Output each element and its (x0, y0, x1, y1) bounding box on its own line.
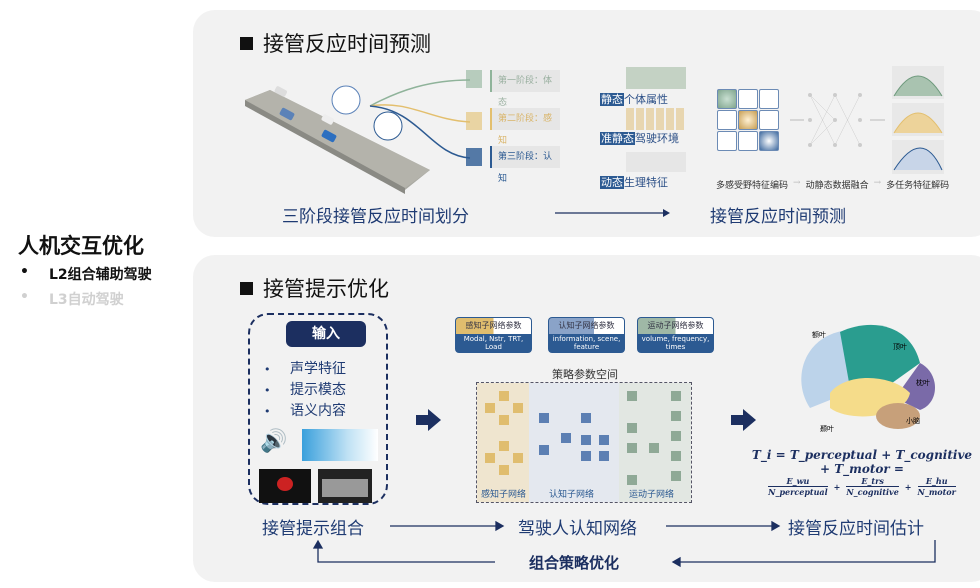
arrow-right-icon (416, 409, 441, 431)
brain-label-temporal: 颞叶 (820, 425, 834, 433)
brain-label-parietal: 顶叶 (893, 343, 907, 351)
stage-3-label: 第三阶段：认知 (490, 146, 560, 184)
cognitive-network-diagram: 感知子网络 认知子网络 运动子网络 (476, 382, 692, 503)
input-title: 输入 (286, 321, 366, 347)
brain-label-cerebellum: 小脑 (906, 417, 920, 425)
quasi-static-feature-bar (626, 108, 686, 130)
flow-driver-cognitive-network: 驾驶人认知网络 (518, 519, 637, 539)
brain-label-frontal: 额叶 (812, 331, 826, 339)
stage-2-label: 第二阶段：感知 (490, 108, 560, 146)
dynamic-feature-waveform (626, 152, 686, 172)
input-list: 声学特征 提示模态 语义内容 (264, 359, 346, 422)
pipeline-steps: 多感受野特征编码→动静态数据融合→多任务特征解码 (716, 178, 950, 191)
square-bullet-icon (240, 281, 253, 295)
strategy-space-label: 策略参数空间 (552, 368, 618, 381)
sidebar-title: 人机交互优化 (18, 234, 144, 258)
arrow-right-icon (555, 209, 670, 217)
audio-waveform (302, 429, 378, 461)
caption-stage-division: 三阶段接管反应时间划分 (282, 207, 469, 227)
feature-dynamic: 动态生理特征 (600, 176, 668, 189)
brain-illustration (801, 324, 935, 429)
distribution-histograms (892, 66, 944, 174)
sidebar-item-l3[interactable]: •L3自动驾驶 (20, 289, 124, 308)
brain-label-occipital: 枕叶 (916, 379, 930, 387)
caption-prediction: 接管反应时间预测 (710, 207, 846, 227)
flow-reaction-time-estimate: 接管反应时间估计 (788, 519, 924, 539)
hmi-screenshot-1 (259, 469, 311, 503)
hmi-screenshot-2 (318, 469, 372, 503)
speaker-icon: 🔊 (260, 429, 288, 454)
flow-prompt-combination: 接管提示组合 (262, 519, 364, 539)
section-title-optimization: 接管提示优化 (240, 273, 389, 303)
feedback-strategy-optimization: 组合策略优化 (529, 554, 620, 572)
arrow-right-icon (731, 409, 756, 431)
road-scene-illustration (245, 70, 482, 194)
feature-static: 静态个体属性 (600, 93, 668, 106)
reaction-time-formula: T_i = T_perceptual + T_cognitive + T_mot… (751, 448, 973, 497)
sidebar-item-l2[interactable]: •L2组合辅助驾驶 (20, 264, 152, 283)
square-bullet-icon (240, 36, 253, 50)
input-box: 输入 声学特征 提示模态 语义内容 🔊 (248, 313, 388, 505)
static-feature-bar (626, 67, 686, 89)
stage-1-label: 第一阶段：体态 (490, 70, 560, 108)
neural-network-icon (790, 93, 885, 147)
feature-quasi-static: 准静态驾驶环境 (600, 132, 679, 145)
section-title-prediction: 接管反应时间预测 (240, 28, 431, 58)
